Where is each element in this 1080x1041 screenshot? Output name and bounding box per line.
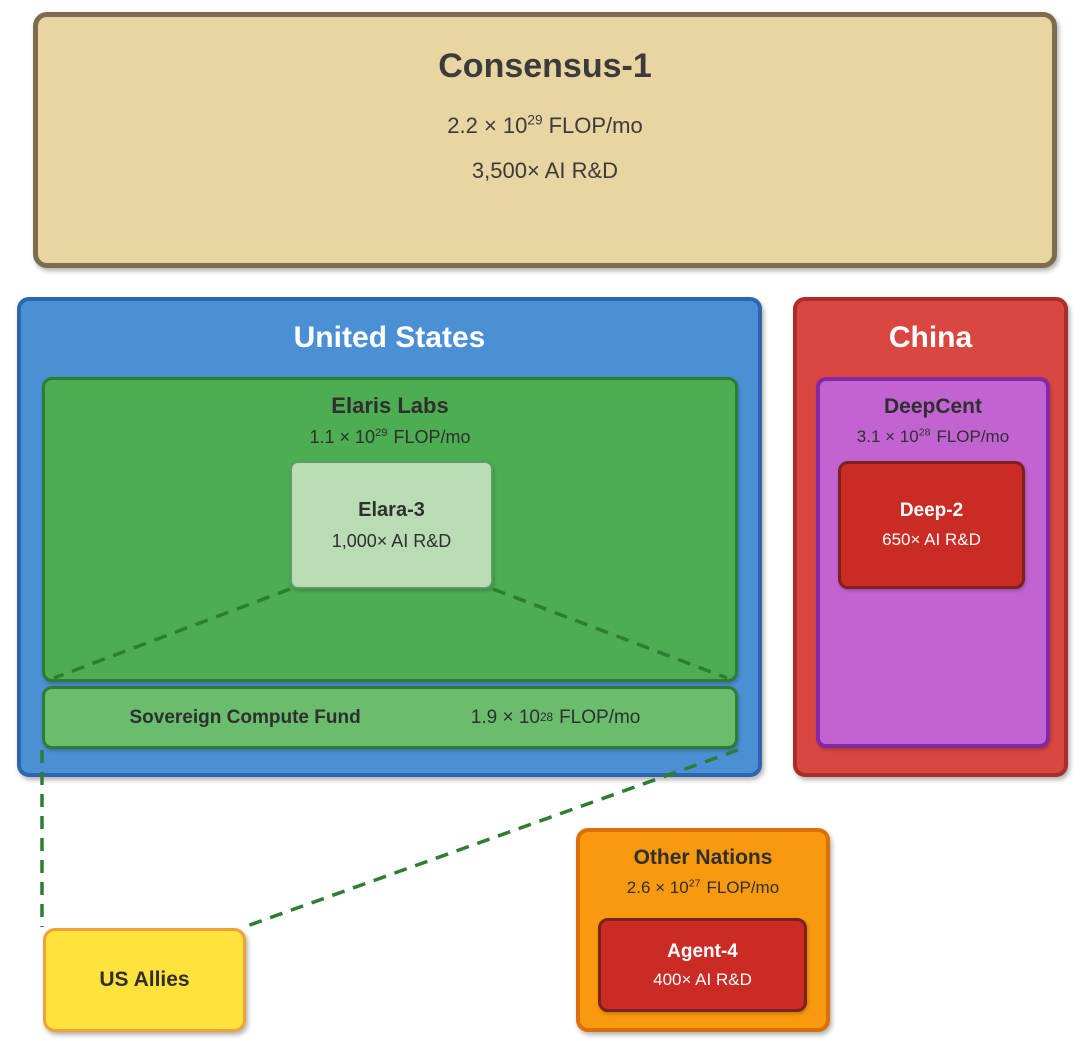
elara-3-box: Elara-3 1,000× AI R&D — [290, 461, 493, 589]
agent-4-title: Agent-4 — [667, 940, 738, 962]
flop-unit: FLOP/mo — [706, 878, 780, 897]
flop-unit: FLOP/mo — [548, 113, 643, 138]
elaris-labs-flop: 1.1 × 1029 FLOP/mo — [309, 427, 470, 448]
flop-base: 2.2 × 10 — [447, 113, 528, 138]
elaris-labs-title: Elaris Labs — [331, 393, 449, 418]
china-title: China — [888, 321, 973, 354]
deep-2-rnd: 650× AI R&D — [882, 530, 981, 549]
flop-unit: FLOP/mo — [559, 706, 641, 728]
flop-exponent: 27 — [688, 877, 701, 890]
deepcent-title: DeepCent — [883, 395, 983, 418]
us-allies-box: US Allies — [43, 928, 246, 1032]
deep-2-box: Deep-2 650× AI R&D — [838, 461, 1025, 589]
consensus-1-box: Consensus-1 2.2 × 1029 FLOP/mo 3,500× AI … — [33, 12, 1057, 268]
agent-4-rnd: 400× AI R&D — [653, 969, 752, 989]
flop-exponent: 29 — [527, 112, 543, 128]
united-states-title: United States — [293, 321, 486, 354]
flop-exponent: 29 — [375, 427, 388, 439]
deepcent-flop: 3.1 × 1028 FLOP/mo — [857, 427, 1009, 447]
us-allies-title: US Allies — [99, 968, 190, 991]
sovereign-compute-fund-title: Sovereign Compute Fund — [129, 706, 361, 728]
agent-4-box: Agent-4 400× AI R&D — [598, 918, 807, 1012]
flop-base: 3.1 × 10 — [856, 427, 919, 446]
elara-3-rnd: 1,000× AI R&D — [331, 530, 452, 551]
flop-base: 1.9 × 10 — [470, 706, 540, 728]
flop-base: 2.6 × 10 — [626, 878, 689, 897]
flop-unit: FLOP/mo — [393, 427, 471, 447]
other-nations-flop: 2.6 × 1027 FLOP/mo — [627, 878, 779, 898]
deep-2-title: Deep-2 — [899, 500, 964, 521]
consensus-1-title: Consensus-1 — [438, 47, 652, 85]
elara-3-title: Elara-3 — [358, 498, 425, 521]
consensus-1-rnd: 3,500× AI R&D — [471, 158, 619, 183]
other-nations-title: Other Nations — [633, 846, 773, 869]
flop-exponent: 28 — [918, 426, 931, 439]
flop-base: 1.1 × 10 — [309, 427, 376, 447]
consensus-1-flop: 2.2 × 1029 FLOP/mo — [447, 113, 642, 139]
flop-unit: FLOP/mo — [936, 427, 1010, 446]
